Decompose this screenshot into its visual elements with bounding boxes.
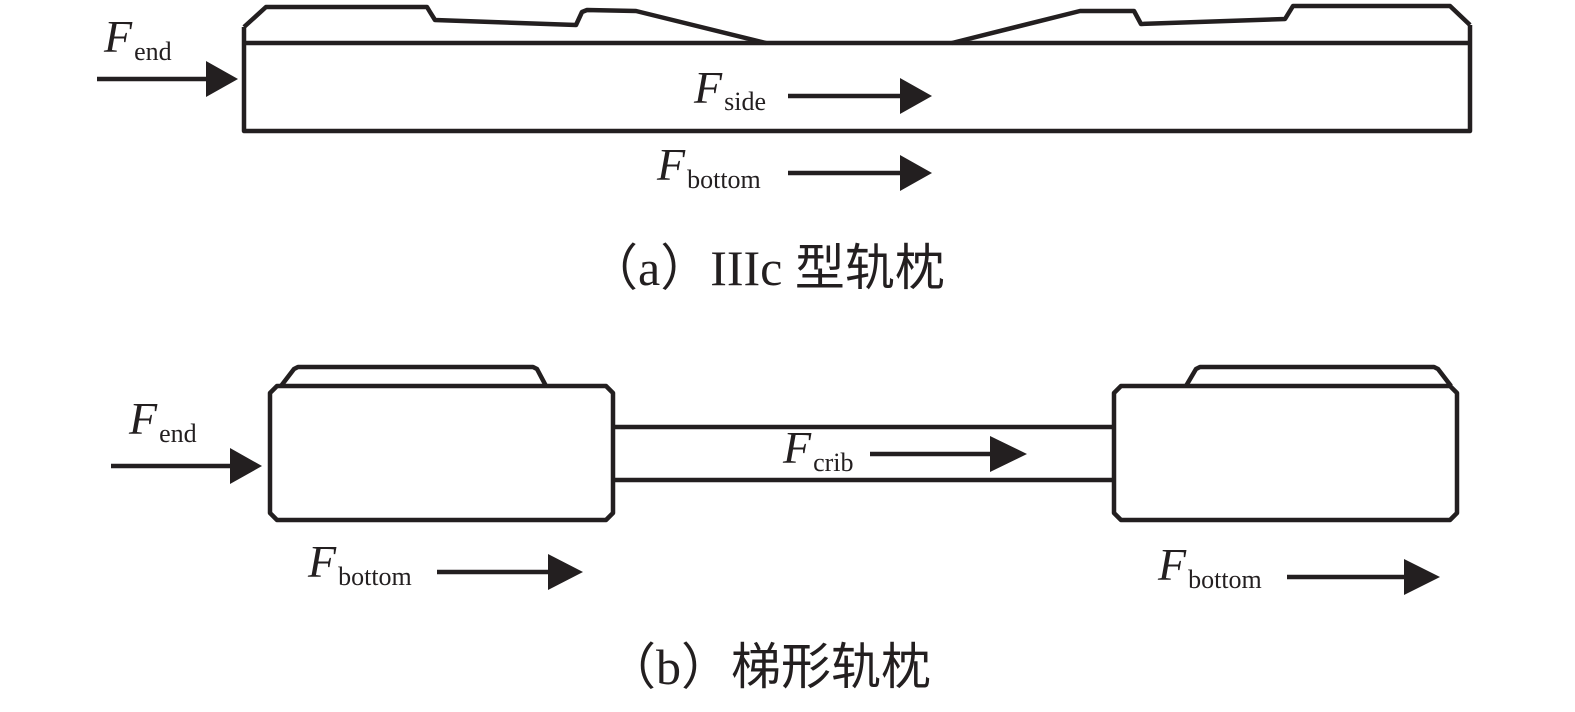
caption-b: （b）梯形轨枕	[606, 639, 931, 695]
force-bottom-b-left-arrowhead	[548, 554, 583, 590]
ladder-right-block	[1111, 364, 1460, 523]
force-crib-label: Fcrib	[782, 422, 854, 477]
ladder-left-rail-seat	[279, 364, 548, 388]
force-end-a-arrowhead	[206, 61, 238, 97]
force-bottom-b-right-label: Fbottom	[1157, 539, 1262, 594]
force-bottom-b-right-arrowhead	[1404, 559, 1440, 595]
force-bottom-a: Fbottom	[656, 139, 932, 194]
force-crib-arrowhead	[990, 436, 1027, 472]
caption-a: （a）IIIc 型轨枕	[588, 240, 945, 296]
ladder-right-rail-seat	[1184, 364, 1453, 388]
force-end-b-arrowhead	[230, 448, 262, 484]
force-bottom-a-arrowhead	[900, 155, 932, 191]
force-crib: Fcrib	[782, 422, 1027, 477]
force-side: Fside	[693, 62, 932, 116]
force-bottom-b-left: Fbottom	[307, 536, 583, 591]
iiic-sleeper-body	[241, 25, 1473, 134]
ladder-crib-beam	[613, 424, 1114, 483]
ladder-left-block	[267, 364, 616, 523]
force-bottom-b-left-label: Fbottom	[307, 536, 412, 591]
ladder-right-block-body	[1111, 383, 1460, 523]
force-bottom-b-right: Fbottom	[1157, 539, 1440, 595]
iiic-sleeper-top-profile	[242, 3, 1472, 46]
force-end-a-label: Fend	[103, 11, 172, 66]
force-end-b-label: Fend	[128, 393, 197, 448]
force-side-label: Fside	[693, 62, 766, 116]
panel-a: Fend Fside Fbottom （a）IIIc 型轨枕	[97, 3, 1473, 296]
force-side-arrowhead	[900, 78, 932, 114]
ladder-left-block-body	[267, 383, 616, 523]
panel-b: Fend Fcrib Fbottom Fbottom	[111, 364, 1460, 695]
force-bottom-a-label: Fbottom	[656, 139, 761, 194]
iiic-sleeper	[241, 3, 1473, 134]
force-end-a: Fend	[97, 11, 238, 97]
force-end-b: Fend	[111, 393, 262, 484]
